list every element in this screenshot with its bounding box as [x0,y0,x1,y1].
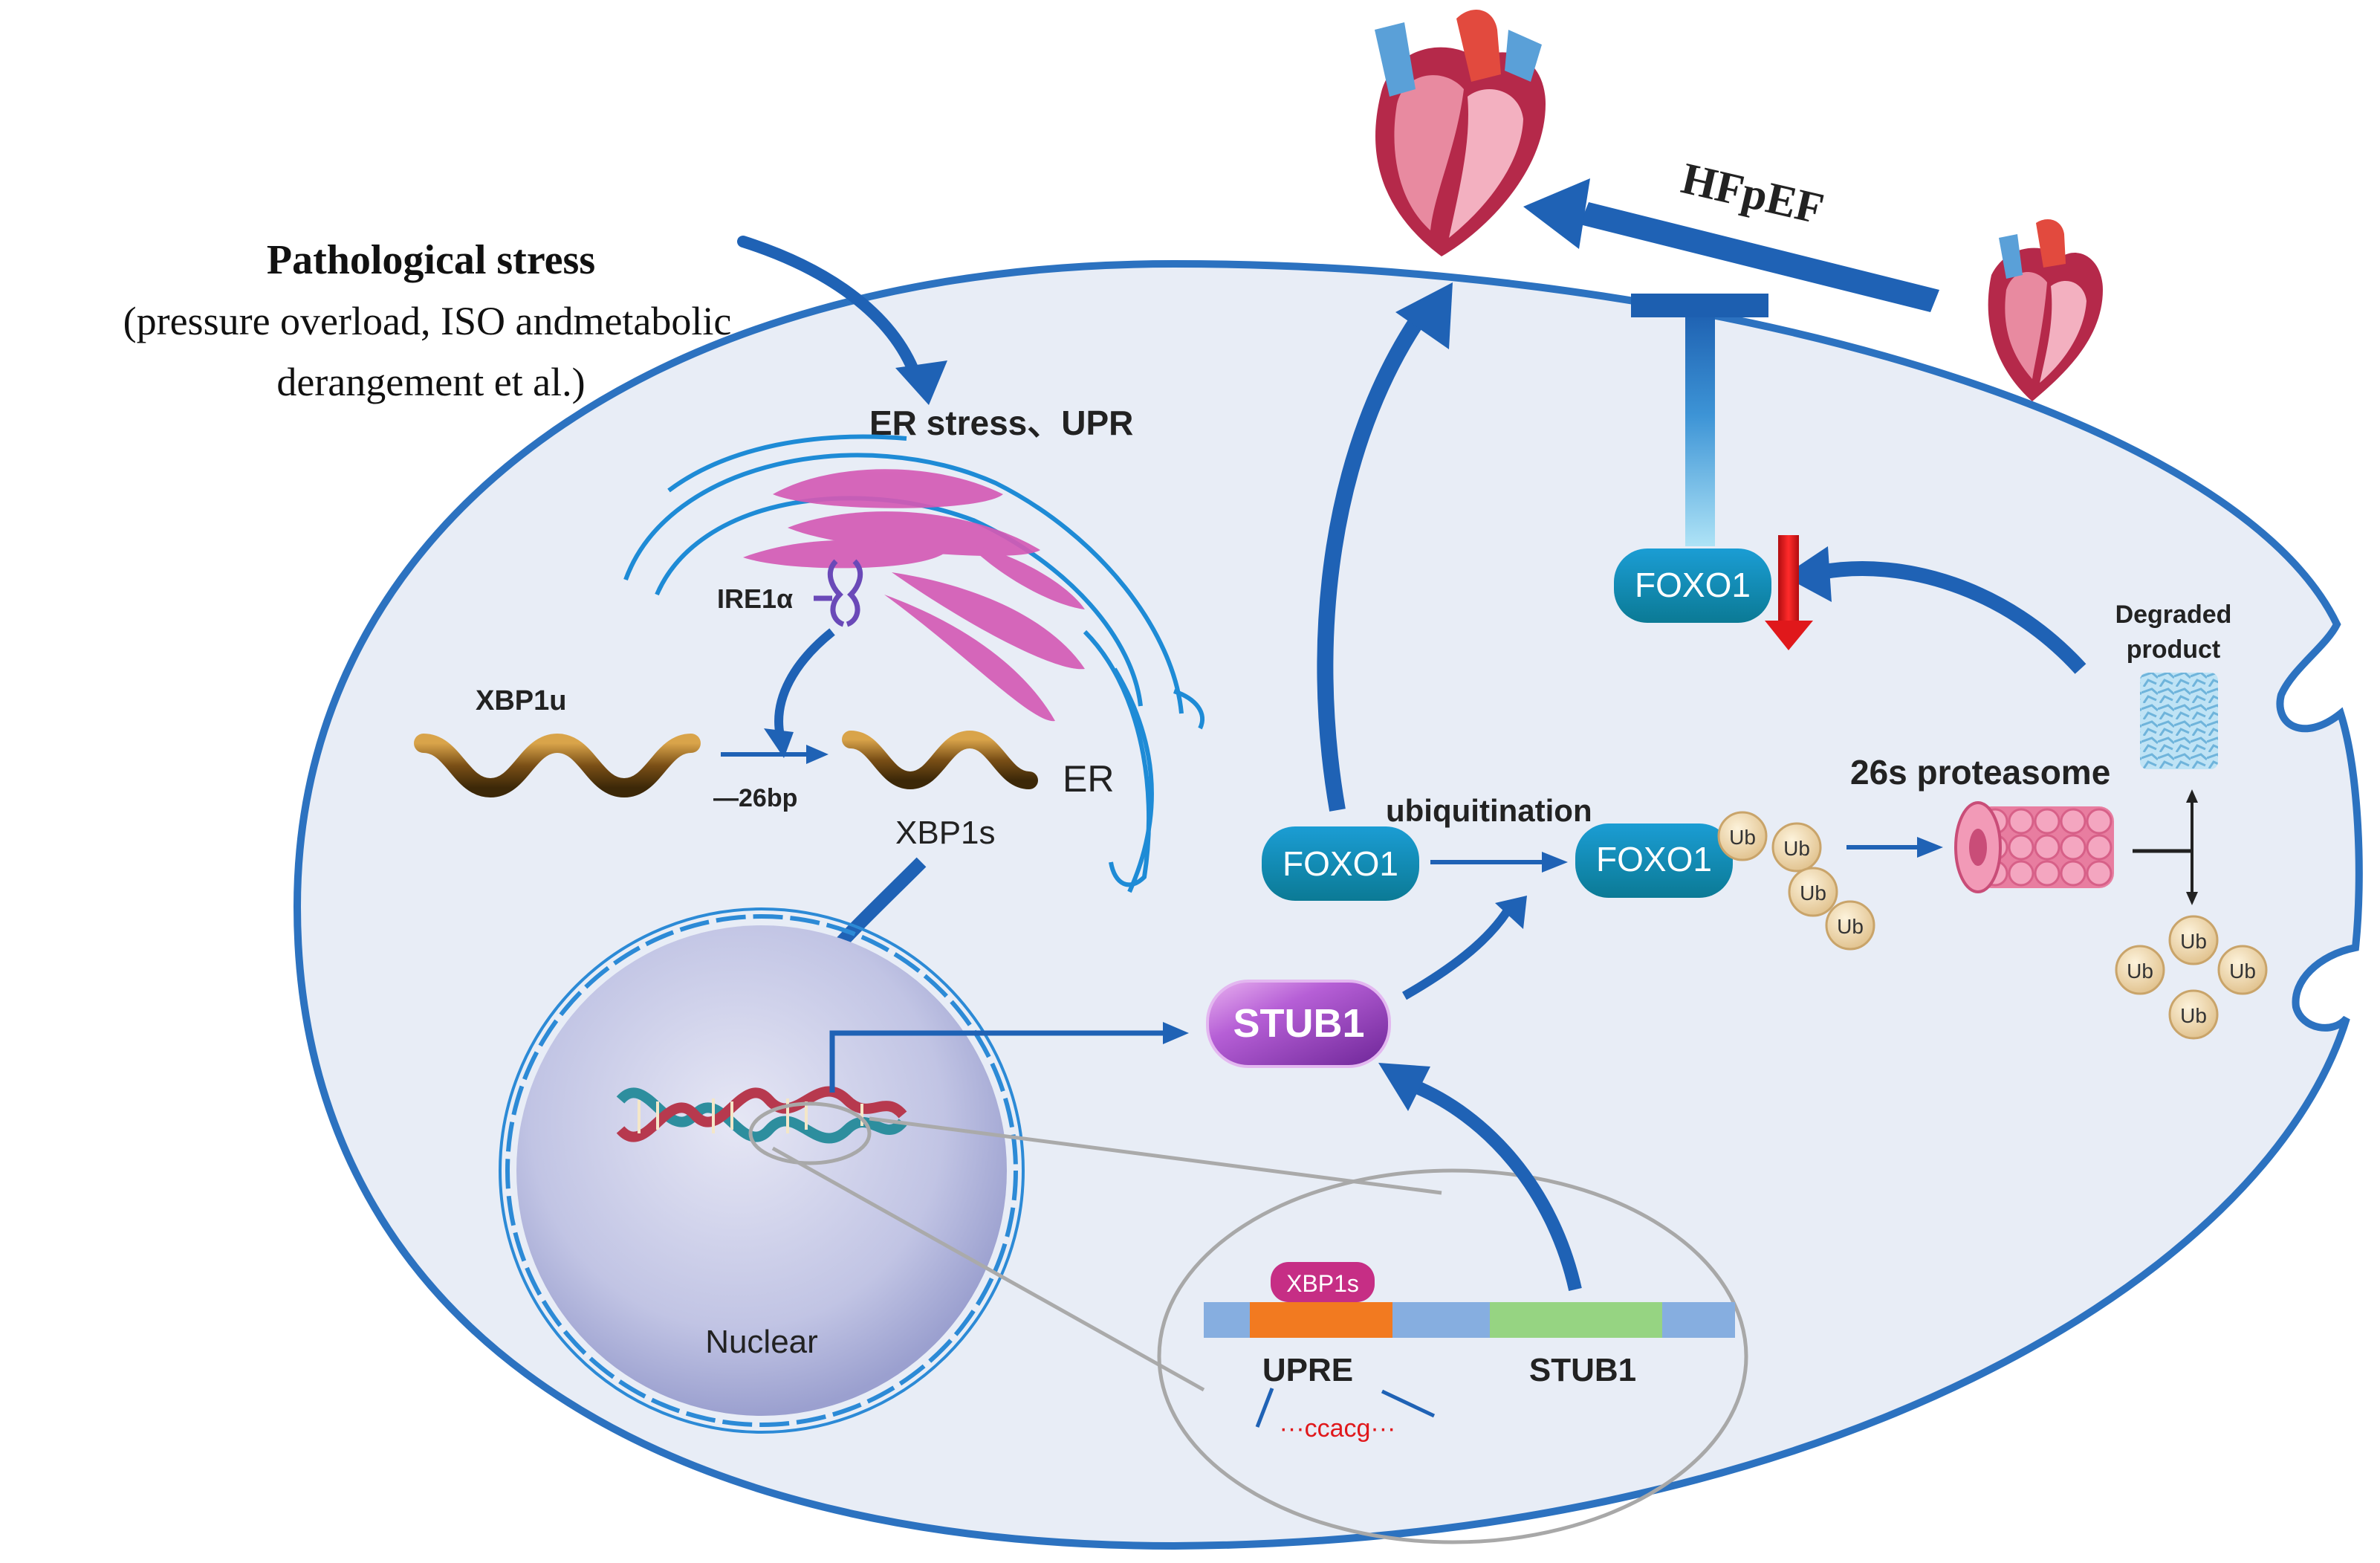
proteasome [1954,801,2114,893]
er-stress-label: ER stress、UPR [869,404,1133,442]
stub1-gene-segment [1490,1302,1662,1338]
stub1-to-ub-arrowhead [1495,896,1527,929]
upre-sequence: ···ccacg··· [1280,1414,1396,1443]
stress-arrowhead [895,360,947,405]
ire1a-label: IRE1α [717,583,793,614]
svg-text:Ub: Ub [2229,960,2256,983]
degraded-product [2140,673,2218,769]
golgi-cisternae [743,469,1085,722]
nuclear-label: Nuclear [705,1324,818,1360]
svg-text:Ub: Ub [1783,837,1810,860]
xbp1s-tag [1271,1262,1375,1302]
foxo1-ubiquitinated-label: FOXO1 [1596,840,1712,878]
svg-text:Ub: Ub [1729,826,1756,849]
svg-text:Ub: Ub [2180,930,2207,953]
foxo1-decreased [1614,548,1771,623]
svg-text:Ub: Ub [1837,915,1864,938]
foxo1-inhibition-bar [1631,294,1768,317]
decrease-arrowhead [1765,621,1813,650]
stub1-expression-arrowhead [1378,1063,1430,1111]
hfpef-arrow [1523,178,1939,312]
stub1-protein [1206,980,1391,1068]
stress-arrow [737,236,921,381]
er-membranes [623,434,1205,893]
xbp1u-mrna [414,733,701,798]
stub1-expression-arrow [1409,1078,1582,1291]
foxo1-to-heart-arrowhead [1395,282,1453,349]
xbp1s-mrna [842,730,1038,790]
free-ub: Ub Ub Ub Ub [2115,915,2268,1040]
dna-zoom-region [748,1101,872,1165]
foxo1-left-label: FOXO1 [1283,844,1398,883]
gene-zoom-ellipse [1157,1168,1748,1544]
xbp1s-label: XBP1s [895,815,996,851]
proteasome-label: 26s proteasome [1850,753,2110,792]
ire1a-arrowhead [764,728,794,758]
foxo1-decreased-label: FOXO1 [1635,566,1751,604]
er-label: ER [1063,758,1114,800]
decrease-arrow-shaft [1778,535,1799,624]
transcription-arrowhead [1163,1022,1189,1044]
degradation-feedback-arrowhead [1783,546,1832,602]
degraded-label-1: Degraded [2115,601,2232,629]
stub1-to-ub-arrow [1402,901,1517,1000]
foxo1-inhibition-stem [1685,308,1715,546]
hfpef-label: HFpEF [1677,153,1828,233]
degradation-feedback-arrow [1819,561,2086,674]
transcription-arrow [829,1030,1167,1093]
upre-label: UPRE [1262,1352,1353,1388]
upre-segment [1250,1302,1392,1338]
degraded-label-2: product [2127,635,2221,664]
ub-chain: Ub Ub Ub Ub [1717,811,1875,951]
splice-arrowhead [806,745,829,764]
dna-helix [616,1086,907,1144]
stress-title: Pathological stress [267,237,595,283]
stub1-gene-label: STUB1 [1529,1352,1636,1388]
ire1a-arrow [774,628,835,737]
nucleus [516,925,1007,1416]
svg-text:Ub: Ub [2127,960,2153,983]
stress-line-1: (pressure overload, ISO andmetabolic [123,299,732,343]
svg-text:Ub: Ub [2180,1004,2207,1027]
xbp1s-tag-label: XBP1s [1286,1270,1359,1297]
hypertrophied-heart-icon [1375,10,1546,256]
ubiquitination-label: ubiquitination [1386,793,1592,828]
minus-26bp-label: —26bp [713,784,797,812]
stress-line-2: derangement et al.) [276,360,585,404]
ire1a-receptor [814,559,863,627]
nuclear-envelope [505,914,1018,1427]
svg-text:Ub: Ub [1800,881,1826,905]
foxo1-left [1262,826,1419,901]
foxo1-to-heart-arrow [1317,307,1430,812]
xbp1u-label: XBP1u [476,685,566,716]
stub1-protein-label: STUB1 [1233,1001,1364,1046]
foxo1-ubiquitinated [1575,823,1733,898]
heart-icon [1988,219,2103,401]
